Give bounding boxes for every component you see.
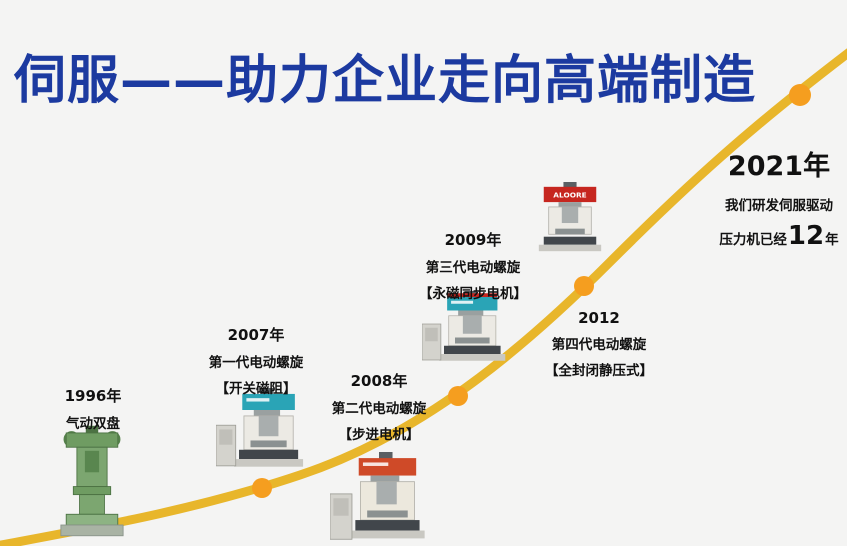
page-title: 伺服——助力企业走向高端制造 <box>14 51 757 111</box>
press-machine-2008-icon <box>330 452 425 540</box>
milestone-dot-2021 <box>789 84 811 106</box>
press-machine-2009-icon <box>422 291 506 361</box>
milestone-2009-name: 第三代电动螺旋 <box>425 260 521 276</box>
milestone-2012: 2012 第四代电动螺旋 【全封闭静压式】 <box>530 309 668 385</box>
milestone-dot-2012 <box>574 276 594 296</box>
milestone-2009: 2009年 第三代电动螺旋 【永磁同步电机】 <box>407 229 539 308</box>
milestone-1996-name: 气动双盘 <box>66 416 120 432</box>
milestone-1996: 1996年 气动双盘 <box>28 385 158 438</box>
press-machine-2012-icon: ALOORE <box>538 182 602 252</box>
growth-curve-line <box>0 48 847 546</box>
milestone-2007-year: 2007年 <box>227 326 285 344</box>
milestone-2021-line2-prefix: 压力机已经 <box>719 232 787 248</box>
milestone-2008-name: 第二代电动螺旋 <box>331 401 427 417</box>
milestone-dot-2008 <box>448 386 468 406</box>
milestone-2021-line2: 压力机已经12年 <box>695 221 847 251</box>
milestone-dot-2007 <box>252 478 272 498</box>
milestone-2021: 2021年 我们研发伺服驱动 压力机已经12年 <box>695 144 847 251</box>
press-machine-2007-icon <box>216 388 304 467</box>
milestone-2007: 2007年 第一代电动螺旋 【开关磁阻】 <box>190 324 322 403</box>
milestone-2021-line1: 我们研发伺服驱动 <box>725 198 833 214</box>
milestone-2007-detail: 【开关磁阻】 <box>215 381 297 397</box>
press-machine-1996-icon <box>60 425 124 537</box>
milestone-2021-years-count: 12 <box>787 221 825 251</box>
milestone-2021-line2-suffix: 年 <box>825 232 839 248</box>
milestone-2007-name: 第一代电动螺旋 <box>208 355 304 371</box>
milestone-2008-detail: 【步进电机】 <box>338 427 420 443</box>
milestone-2008-year: 2008年 <box>350 372 408 390</box>
milestone-2012-detail: 【全封闭静压式】 <box>545 363 653 379</box>
milestone-1996-year: 1996年 <box>64 387 122 405</box>
milestone-2012-year: 2012 <box>578 309 620 327</box>
milestone-2009-detail: 【永磁同步电机】 <box>419 286 527 302</box>
milestone-2012-name: 第四代电动螺旋 <box>551 337 647 353</box>
milestone-2009-year: 2009年 <box>444 231 502 249</box>
press-machine-2012-brand-label: ALOORE <box>553 190 586 199</box>
milestone-2008: 2008年 第二代电动螺旋 【步进电机】 <box>315 370 443 449</box>
milestone-2021-year: 2021年 <box>727 151 831 182</box>
